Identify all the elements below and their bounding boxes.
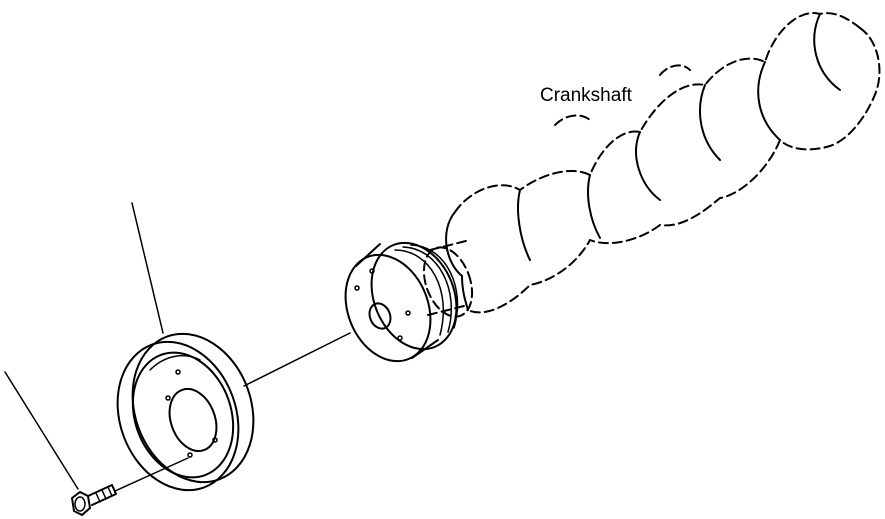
axis-line-bolt-to-pulley bbox=[114, 457, 189, 492]
crankshaft-hub bbox=[344, 241, 459, 363]
pulley-bolt bbox=[71, 484, 117, 516]
crankshaft-pulley bbox=[116, 332, 255, 492]
pulley-leader-line bbox=[131, 202, 164, 334]
bolt-leader-line bbox=[4, 371, 79, 490]
crankshaft-label: Crankshaft bbox=[540, 85, 633, 106]
crankshaft bbox=[445, 12, 881, 314]
crankshaft-gear bbox=[422, 239, 474, 318]
axis-line-pulley-to-gear bbox=[243, 332, 351, 387]
